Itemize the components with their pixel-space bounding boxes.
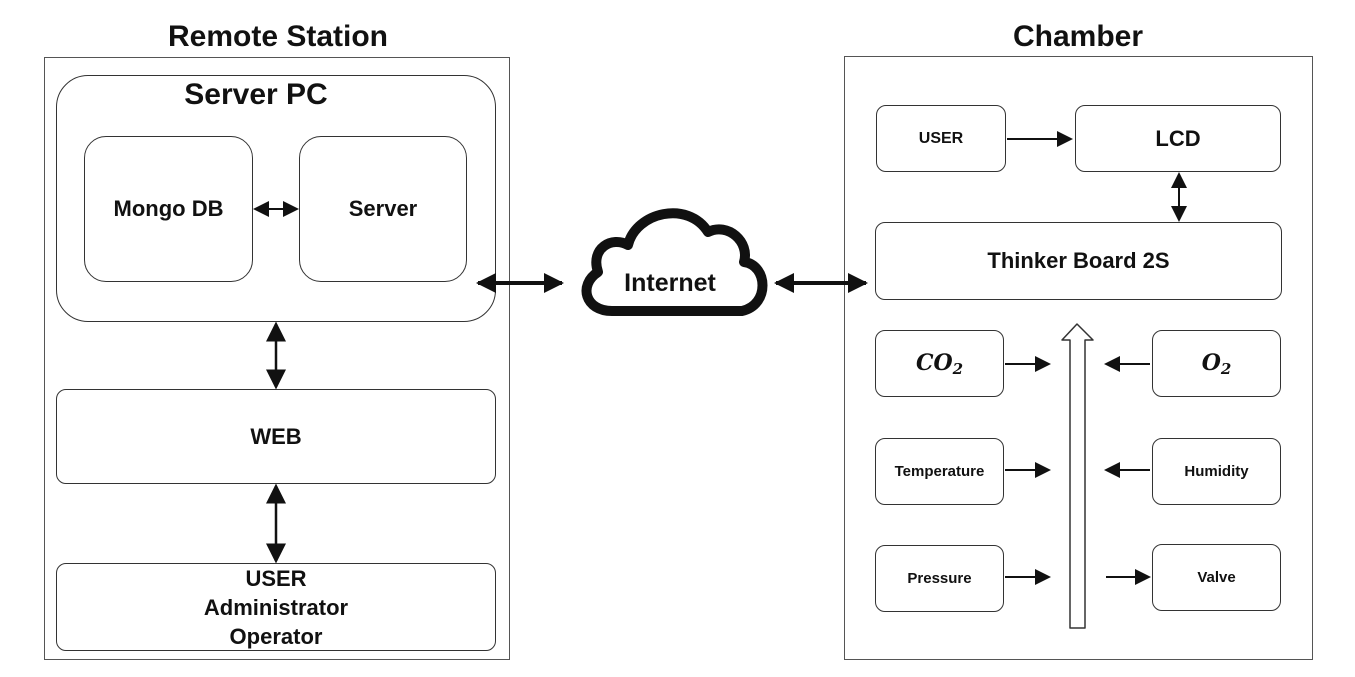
pressure-sensor-box: Pressure — [875, 545, 1004, 612]
thinker-board-box: Thinker Board 2S — [875, 222, 1282, 300]
remote-user-line-operator: Operator — [229, 623, 323, 649]
co2-sensor-box: CO2 — [875, 330, 1004, 397]
humidity-sensor-box: Humidity — [1152, 438, 1281, 505]
chamber-title: Chamber — [1012, 20, 1144, 53]
remote-user-line-administrator: Administrator — [203, 594, 349, 620]
server-pc-title: Server PC — [184, 78, 328, 111]
sensor-bus-arrow — [1061, 323, 1094, 629]
o2-sensor-box: O2 — [1152, 330, 1281, 397]
remote-user-line-user: USER — [245, 565, 307, 591]
valve-actuator-box: Valve — [1152, 544, 1281, 611]
lcd-box: LCD — [1075, 105, 1281, 172]
web-box: WEB — [56, 389, 496, 484]
internet-label: Internet — [624, 269, 716, 297]
remote-station-title: Remote Station — [167, 20, 389, 53]
chamber-user-box: USER — [876, 105, 1006, 172]
mongo-db-box: Mongo DB — [84, 136, 253, 282]
temperature-sensor-box: Temperature — [875, 438, 1004, 505]
co2-label: CO2 — [915, 349, 964, 378]
o2-label: O2 — [1201, 349, 1232, 378]
server-box: Server — [299, 136, 467, 282]
remote-user-box: USER Administrator Operator — [56, 563, 496, 651]
cloud-icon — [581, 208, 768, 316]
